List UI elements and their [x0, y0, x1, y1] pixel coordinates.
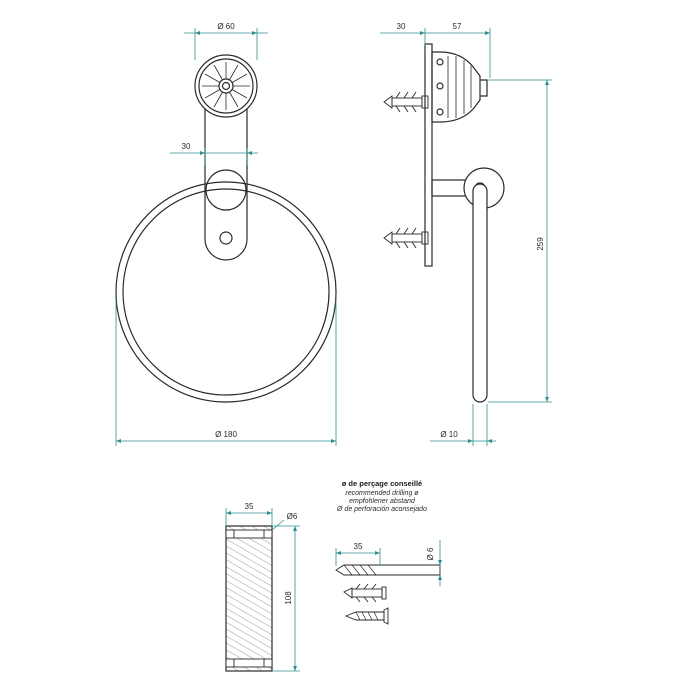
dim-drill-diameter: Ø 6: [426, 547, 435, 560]
dim-rosette-diameter: Ø 60: [217, 22, 235, 31]
dim-side-plate-depth: 30: [397, 22, 406, 31]
dim-drill-length: 35: [354, 542, 363, 551]
side-wall-plate: [424, 43, 433, 267]
mounting-block-holes: [225, 529, 273, 668]
mounting-block: [225, 525, 273, 672]
dim-rod-diameter: Ø 10: [440, 430, 458, 439]
dim-block-depth: 35: [245, 502, 254, 511]
front-towel-ring: [115, 181, 337, 403]
dim-plate-width: 30: [182, 142, 191, 151]
dimension-arrows: [116, 31, 549, 443]
side-rosette: [431, 51, 481, 123]
screw: [344, 607, 389, 625]
drilling-note-de: empfohlener abstand: [349, 498, 416, 505]
dim-block-hole: Ø6: [287, 512, 298, 521]
side-view: [383, 43, 505, 403]
drill-bit: [335, 564, 441, 576]
drilling-note-en: recommended drilling ø: [345, 490, 419, 497]
dim-side-rosette-depth: 57: [453, 22, 462, 31]
drilling-note-es: Ø de perforación aconsejado: [336, 506, 427, 513]
side-upper-anchor: [383, 91, 429, 113]
dimension-lines: [115, 28, 552, 446]
mounting-block-dimensions: [225, 508, 300, 672]
front-knob: [205, 169, 247, 211]
front-view: [115, 54, 337, 403]
drilling-note-title: ø de perçage conseillé: [342, 479, 422, 488]
dim-ring-diameter: Ø 180: [215, 430, 237, 439]
dim-side-height: 259: [536, 237, 545, 251]
drill-dimensions: [335, 540, 441, 586]
dim-block-height: 108: [284, 591, 293, 605]
side-lower-anchor: [383, 227, 429, 249]
wall-plug: [343, 583, 387, 603]
front-screw-hole: [219, 231, 233, 245]
mounting-block-body: [225, 525, 273, 672]
side-rod: [472, 183, 488, 403]
